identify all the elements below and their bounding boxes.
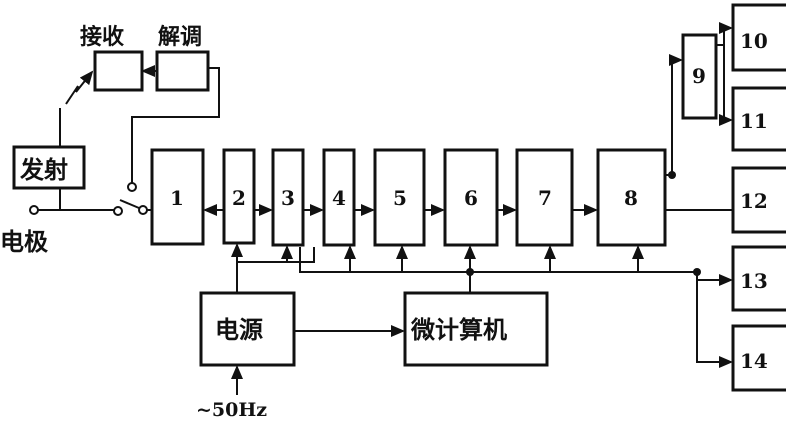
transmitter-block xyxy=(12,145,86,190)
demodulator-block xyxy=(155,50,210,92)
power-supply-block xyxy=(199,291,296,367)
svg-text:10: 10 xyxy=(740,29,768,53)
block-13: 13 xyxy=(731,245,786,312)
receive-label: 接收 xyxy=(80,24,124,50)
svg-text:12: 12 xyxy=(740,189,768,213)
switch-blade xyxy=(119,199,140,209)
block-10: 10 xyxy=(731,3,786,72)
block-12: 12 xyxy=(731,166,786,234)
mains-label: ~50Hz xyxy=(196,399,267,421)
svg-text:9: 9 xyxy=(692,64,706,88)
svg-text:2: 2 xyxy=(232,186,246,210)
block-7: 7 xyxy=(515,148,574,247)
block9-to-10-wire xyxy=(716,22,733,46)
block-6: 6 xyxy=(443,148,499,247)
block-4: 4 xyxy=(322,148,356,247)
block-11: 11 xyxy=(731,86,786,152)
wireless-link-icon xyxy=(65,70,94,105)
svg-text:14: 14 xyxy=(740,349,768,373)
block-14: 14 xyxy=(731,324,786,392)
switch-contact-left xyxy=(113,206,123,216)
block-5: 5 xyxy=(373,148,426,247)
svg-text:8: 8 xyxy=(624,186,638,210)
svg-text:6: 6 xyxy=(464,186,478,210)
power-label: 电源 xyxy=(215,315,263,344)
control-bus xyxy=(231,243,733,368)
svg-text:5: 5 xyxy=(393,186,407,210)
svg-text:3: 3 xyxy=(281,186,295,210)
demod-to-switch-wire xyxy=(131,67,220,183)
microcomputer-label: 微计算机 xyxy=(410,315,507,344)
switch-contact-right xyxy=(138,205,148,215)
transmit-label: 发射 xyxy=(19,155,68,184)
block-2: 2 xyxy=(222,148,256,245)
demodulate-label: 解调 xyxy=(158,24,202,50)
svg-text:1: 1 xyxy=(170,186,184,210)
block-8: 8 xyxy=(596,148,667,247)
electrode-terminal xyxy=(29,205,39,215)
svg-text:7: 7 xyxy=(538,186,552,210)
block9-to-11-wire xyxy=(719,45,733,126)
svg-text:13: 13 xyxy=(740,269,768,293)
block-3: 3 xyxy=(271,148,305,247)
block-1: 1 xyxy=(150,148,205,246)
svg-text:11: 11 xyxy=(740,109,768,133)
svg-text:4: 4 xyxy=(332,186,346,210)
switch-contact-upper xyxy=(127,182,137,192)
receiver-block xyxy=(93,50,144,92)
microcomputer-block xyxy=(403,291,549,367)
block8-to-9-wire xyxy=(665,54,683,176)
junction-dot xyxy=(668,171,676,179)
electrode-label: 电极 xyxy=(0,227,48,256)
block-9: 9 xyxy=(681,33,718,120)
